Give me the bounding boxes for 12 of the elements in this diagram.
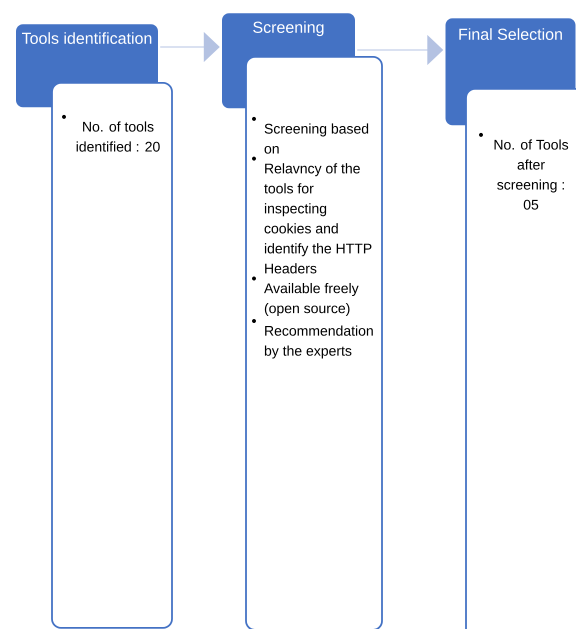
bullet-item: Relavncy of the tools for inspecting cookies and identify the HTTP Headers: [264, 163, 372, 274]
heading-text: Tools identification: [22, 32, 152, 44]
content-box: [51, 82, 173, 629]
bullet-item: No. of Tools after screening : 05: [494, 139, 568, 210]
bullet-item: Recommendation by the experts: [264, 326, 373, 359]
content-box: [245, 56, 383, 629]
bullet-item: No. of tools identified : 20: [76, 121, 160, 152]
bullet-item: Screening based on: [264, 123, 368, 154]
heading-text: Screening: [253, 21, 324, 36]
heading-text: Final Selection: [459, 28, 562, 40]
bullet-item: Available freely (open source): [264, 282, 359, 316]
content-box: [465, 88, 576, 629]
